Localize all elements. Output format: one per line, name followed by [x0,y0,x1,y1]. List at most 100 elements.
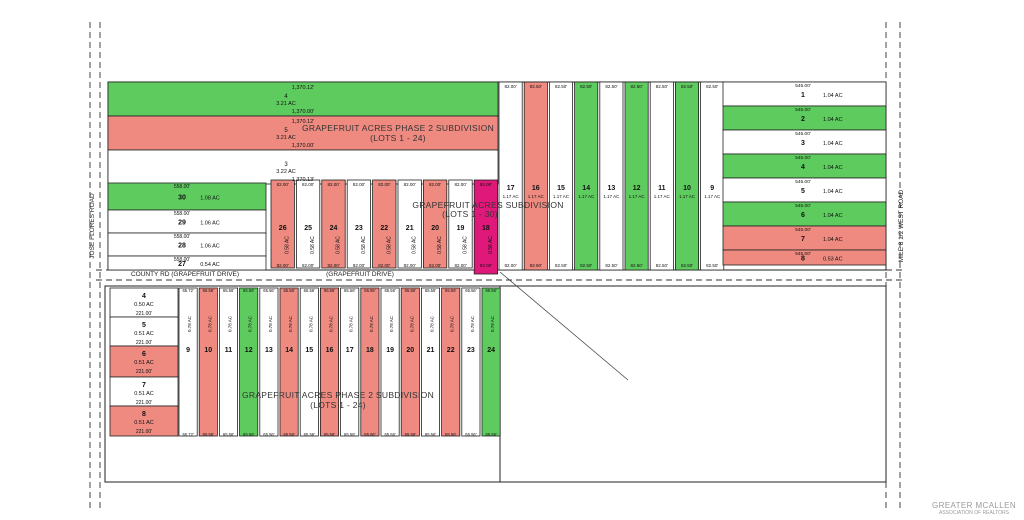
east-lot-number: 7 [801,236,805,243]
south-lot-top-dim: 65.72' [182,288,193,293]
east-lot-dim: 545.00' [795,107,811,113]
north-lot-bottom-dim: 1,370.00' [292,109,314,115]
realtor-watermark: GREATER MCALLEN ASSOCIATION OF REALTORS [930,501,1018,516]
wide-lot-bottom-dim: 82.50' [555,263,567,268]
wide-lot-bottom-dim: 82.50' [681,263,693,268]
south-lot-17 [340,287,360,437]
south-lot-24 [481,287,501,437]
east-lot-number: 8 [801,256,805,263]
wide-lot-top-dim: 82.50' [530,84,542,89]
subdivision-label-mid: GRAPEFRUIT ACRES SUBDIVISION [412,200,563,210]
north-lot-bottom-dim: 1,370.00' [292,143,314,149]
south-lot-21 [420,287,440,437]
wide-lot-bottom-dim: 82.50' [530,263,542,268]
subdivision-lots-south: (LOTS 1 - 24) [310,400,366,410]
south-lot-bottom-dim: 65.56' [203,432,214,437]
south-west-lot-6 [109,345,179,378]
south-lot-bottom-dim: 65.56' [425,432,436,437]
mid-lot-bottom-dim: 82.00' [480,263,492,268]
east-lot-dim: 545.00' [795,155,811,161]
east-lot-5 [722,177,887,203]
lot-layer [107,81,887,437]
wide-lot-13 [599,81,624,271]
wide-lot-number: 14 [582,185,590,192]
east-lot-number: 1 [801,92,805,99]
label-layer: GRAPEFRUIT ACRES PHASE 2 SUBDIVISION (LO… [89,83,905,437]
wide-lot-acres: 1.17 AC [503,194,520,199]
mid-lot-20 [422,179,448,269]
south-west-lot-acres: 0.51 AC [134,331,154,337]
road-label-east: MILE 8 1/2 WEST ROAD [898,189,905,262]
south-lot-11 [218,287,238,437]
mid-lot-acres: 0.58 AC [463,236,469,254]
north-lot-acres: 3.21 AC [276,135,296,141]
mid-lot-acres: 0.58 AC [336,236,342,254]
mid-lot-acres: 0.58 AC [386,236,392,254]
wide-lot-top-dim: 82.50' [681,84,693,89]
south-lot-acres: 0.78 AC [470,315,475,332]
south-lot-acres: 0.78 AC [389,315,394,332]
south-west-lot-number: 5 [142,322,146,329]
west-lot-acres: 0.54 AC [200,262,220,268]
south-lot-acres: 0.78 AC [268,315,273,332]
south-lot-top-dim: 65.56' [344,288,355,293]
wide-lot-17 [498,81,523,271]
mid-lot-acres: 0.58 AC [285,236,291,254]
wide-lot-top-dim: 82.50' [706,84,718,89]
east-lot-3 [722,129,887,155]
north-lot-number: 5 [284,128,288,134]
south-lot-number: 18 [366,347,374,354]
south-lot-15 [299,287,319,437]
wide-lot-top-dim: 82.50' [631,84,643,89]
wide-lot-bottom-dim: 82.50' [656,263,668,268]
south-lot-19 [380,287,400,437]
south-lot-bottom-dim: 65.56' [283,432,294,437]
mid-lot-number: 18 [482,225,490,232]
south-west-lot-8 [109,405,179,437]
south-lot-bottom-dim: 65.56' [405,432,416,437]
south-lot-number: 17 [346,347,354,354]
subdivision-lots-north: (LOTS 1 - 24) [370,133,426,143]
road-label-grapefruit: (GRAPEFRUIT DRIVE) [326,271,394,278]
south-lot-10 [198,287,218,437]
south-west-lot-4 [109,287,179,318]
south-lot-acres: 0.78 AC [430,315,435,332]
west-lot-acres: 1.06 AC [200,244,220,250]
south-lot-number: 13 [265,347,273,354]
north-lot-4 [107,81,499,117]
mid-lot-acres: 0.58 AC [437,236,443,254]
south-lot-22 [441,287,461,437]
south-lot-top-dim: 65.56' [263,288,274,293]
south-west-lot-dim: 221.00' [136,400,152,406]
wide-lot-acres: 1.17 AC [704,194,721,199]
south-lot-top-dim: 65.56' [425,288,436,293]
south-lot-bottom-dim: 65.56' [485,432,496,437]
south-lot-top-dim: 65.56' [304,288,315,293]
east-lot-dim: 545.00' [795,131,811,137]
east-lot-dim: 545.00' [795,227,811,233]
south-lot-bottom-dim: 65.56' [445,432,456,437]
west-lot-number: 30 [178,195,186,202]
south-lot-bottom-dim: 65.56' [465,432,476,437]
east-lot-acres: 1.04 AC [823,117,843,123]
wide-lot-top-dim: 82.50' [605,84,617,89]
south-lot-top-dim: 65.56' [243,288,254,293]
south-lot-acres: 0.78 AC [490,315,495,332]
mid-lot-number: 21 [406,225,414,232]
subdivision-label-south: GRAPEFRUIT ACRES PHASE 2 SUBDIVISION [242,390,434,400]
wide-lot-10 [675,81,700,271]
south-lot-bottom-dim: 65.56' [223,432,234,437]
mid-lot-top-dim: 82.00' [378,182,390,187]
mid-lot-top-dim: 82.00' [480,182,492,187]
south-west-lot-dim: 221.00' [136,429,152,435]
mid-lot-bottom-dim: 82.00' [277,263,289,268]
west-lot-dim: 558.00' [174,211,190,217]
south-lot-number: 10 [204,347,212,354]
south-lot-20 [400,287,420,437]
east-lot-acres: 0.53 AC [823,257,843,263]
south-lot-acres: 0.78 AC [369,315,374,332]
east-lot-dim: 545.00' [795,179,811,185]
west-lot-dim: 558.00' [174,234,190,240]
wide-lot-15 [549,81,574,271]
south-lot-18 [360,287,380,437]
